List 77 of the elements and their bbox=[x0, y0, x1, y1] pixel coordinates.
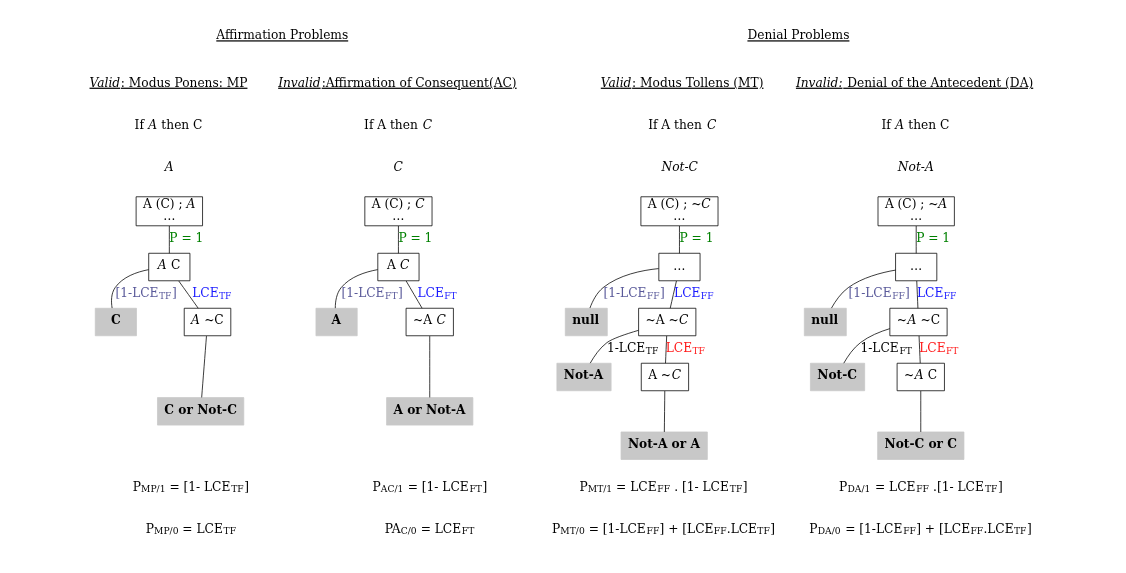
node-box: Not-C or C bbox=[877, 431, 965, 460]
connector bbox=[589, 330, 639, 364]
edge-label: [1-LCEFT] bbox=[341, 286, 403, 301]
node-box: ~A ~C bbox=[889, 307, 948, 337]
edge-label: [1-LCEFF] bbox=[603, 286, 665, 301]
label: Invalid:Affirmation of Consequent(AC) bbox=[278, 75, 517, 90]
edge-label: LCEFT bbox=[417, 286, 457, 301]
node-box: A or Not-A bbox=[386, 397, 474, 426]
label: PAC/1 = [1- LCEFT] bbox=[372, 479, 488, 494]
node-box: A bbox=[315, 307, 358, 337]
label: PMP/0 = LCETF bbox=[145, 521, 237, 536]
connector bbox=[168, 225, 170, 254]
connector bbox=[201, 335, 207, 398]
label: PMP/1 = [1- LCETF] bbox=[132, 479, 249, 494]
edge-label: 1-LCEFT bbox=[860, 341, 912, 356]
connector bbox=[918, 335, 921, 364]
connector bbox=[665, 335, 668, 364]
node-box: A (C) ; A … bbox=[135, 196, 203, 227]
node-box: … bbox=[658, 252, 701, 282]
label: PMT/0 = [1-LCEFF] + [LCEFF.LCETF] bbox=[551, 521, 776, 536]
node-box: A ~C bbox=[183, 307, 232, 337]
node-box: A C bbox=[148, 252, 191, 282]
connector bbox=[663, 390, 666, 433]
node-box: ~A ~C bbox=[638, 307, 697, 337]
label: PDA/1 = LCEFF .[1- LCETF] bbox=[839, 479, 1003, 494]
connector bbox=[843, 328, 891, 364]
label: Valid: Modus Tollens (MT) bbox=[600, 75, 764, 90]
node-box: Not-C bbox=[810, 362, 866, 392]
edge-label: LCEFT bbox=[919, 341, 959, 356]
node-box: null bbox=[803, 307, 847, 337]
edge-label: LCETF bbox=[192, 286, 232, 301]
label: Not-A bbox=[897, 159, 934, 174]
label: If A then C bbox=[134, 117, 203, 132]
node-box: … bbox=[895, 252, 938, 282]
connector bbox=[178, 280, 199, 309]
label: PAC/0 = LCEFT bbox=[384, 521, 475, 536]
label: Invalid: Denial of the Antecedent (DA) bbox=[795, 75, 1034, 90]
label: Affirmation Problems bbox=[216, 28, 349, 43]
label: If A then C bbox=[881, 117, 950, 132]
edge-label: [1-LCETF] bbox=[115, 286, 177, 301]
label: Denial Problems bbox=[747, 28, 850, 43]
connector bbox=[589, 268, 659, 309]
connector bbox=[111, 269, 149, 309]
connector bbox=[679, 225, 680, 254]
label: PDA/0 = [1-LCEFF] + [LCEFF.LCETF] bbox=[809, 521, 1032, 536]
edge-label: P = 1 bbox=[679, 231, 714, 246]
node-box: null bbox=[564, 307, 608, 337]
edge-label: P = 1 bbox=[169, 231, 204, 246]
node-box: C or Not-C bbox=[157, 397, 245, 426]
label: A bbox=[164, 159, 174, 174]
node-box: A ~C bbox=[640, 362, 689, 392]
node-box: Not-A or A bbox=[620, 431, 708, 460]
connector bbox=[405, 280, 423, 309]
node-box: Not-A bbox=[556, 362, 612, 392]
edge-label: [1-LCEFF] bbox=[848, 286, 910, 301]
node-box: A (C) ; C … bbox=[364, 196, 433, 227]
label: Valid: Modus Ponens: MP bbox=[89, 75, 248, 90]
node-box: A (C) ; ~A … bbox=[877, 196, 955, 227]
node-box: ~A C bbox=[896, 362, 945, 392]
label: If A then C bbox=[364, 117, 433, 132]
connector bbox=[831, 269, 896, 309]
node-box: C bbox=[94, 307, 137, 337]
connector bbox=[334, 269, 378, 309]
connector bbox=[669, 280, 677, 309]
edge-label: P = 1 bbox=[398, 231, 433, 246]
label: Not-C bbox=[661, 159, 698, 174]
edge-label: LCEFF bbox=[674, 286, 714, 301]
label: C bbox=[393, 159, 403, 174]
edge-label: 1-LCETF bbox=[606, 341, 659, 356]
node-box: A C bbox=[377, 252, 420, 282]
label: PMT/1 = LCEFF . [1- LCETF] bbox=[579, 479, 748, 494]
edge-label: P = 1 bbox=[916, 231, 951, 246]
node-box: ~A C bbox=[405, 307, 454, 337]
label: If A then C bbox=[648, 117, 717, 132]
edge-label: LCETF bbox=[665, 341, 705, 356]
connector bbox=[398, 225, 399, 254]
node-box: A (C) ; ~C … bbox=[640, 196, 719, 227]
